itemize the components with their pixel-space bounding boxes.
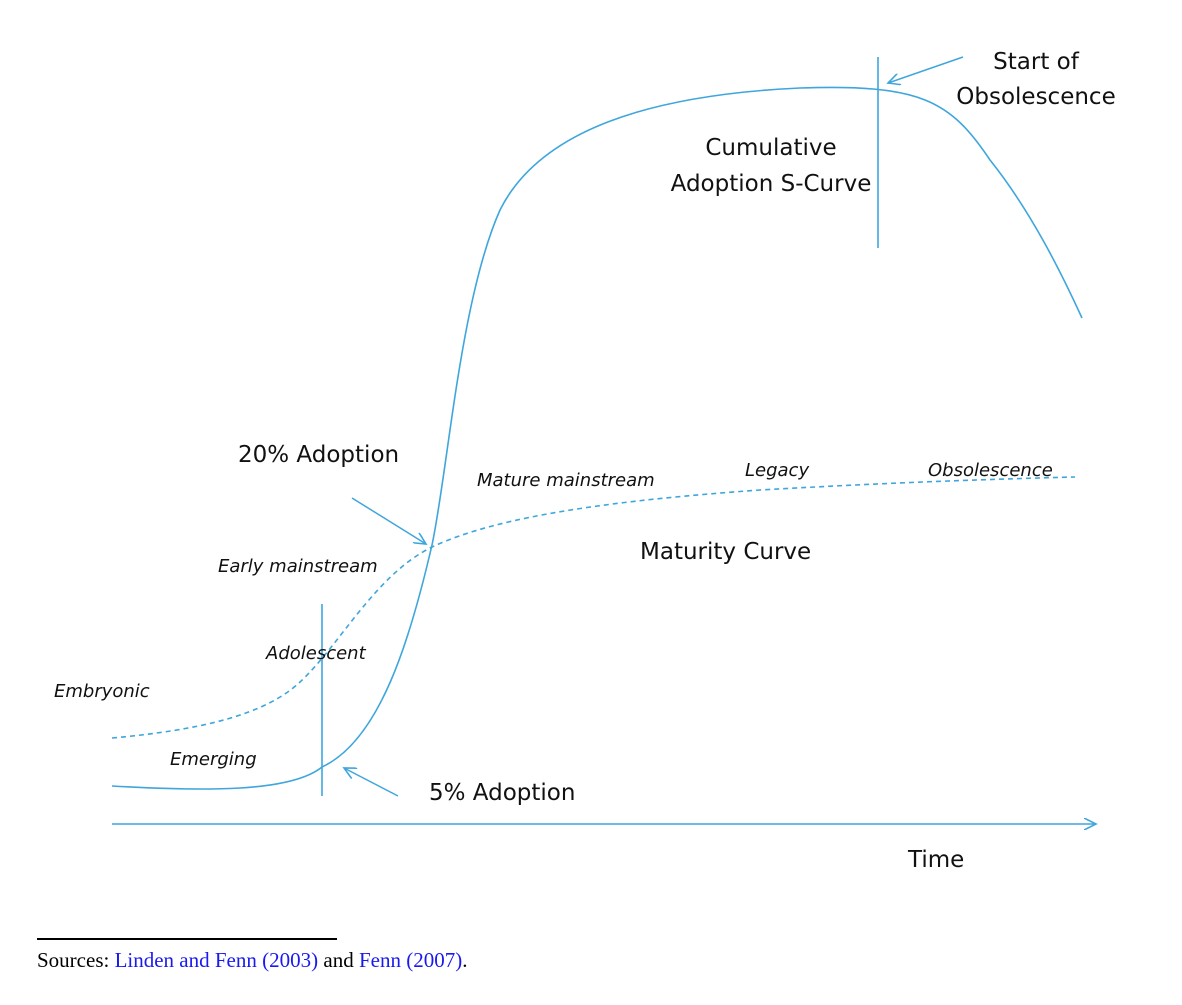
footnote-rule xyxy=(37,938,337,940)
five-percent-adoption-arrow xyxy=(344,768,399,797)
maturity-curve-label: Maturity Curve xyxy=(640,539,811,565)
cumulative-label: Cumulative xyxy=(705,135,836,161)
adoption-s-curve-label: Adoption S-Curve xyxy=(671,171,872,197)
footnote-prefix: Sources: xyxy=(37,948,115,972)
footnote: Sources: Linden and Fenn (2003) and Fenn… xyxy=(37,948,467,973)
stage-mature-mainstream: Mature mainstream xyxy=(477,470,655,491)
obsolescence-callout-label: Obsolescence xyxy=(956,84,1115,110)
maturity-curve xyxy=(111,476,1076,739)
cumulative-adoption-s-curve xyxy=(111,86,1083,790)
start-of-obsolescence-arrow xyxy=(888,56,964,83)
time-axis-label: Time xyxy=(907,847,964,873)
start-of-label: Start of xyxy=(993,49,1080,75)
stage-adolescent: Adolescent xyxy=(265,643,367,664)
footnote-middle: and xyxy=(318,948,359,972)
stage-obsolescence: Obsolescence xyxy=(928,460,1053,481)
stage-early-mainstream: Early mainstream xyxy=(218,556,378,577)
stage-embryonic: Embryonic xyxy=(54,681,150,702)
stage-legacy: Legacy xyxy=(745,460,809,481)
stage-emerging: Emerging xyxy=(170,749,257,770)
five-percent-adoption-label: 5% Adoption xyxy=(429,780,575,806)
twenty-percent-adoption-label: 20% Adoption xyxy=(238,442,399,468)
footnote-link-linden-fenn-2003[interactable]: Linden and Fenn (2003) xyxy=(114,948,319,972)
footnote-link-fenn-2007[interactable]: Fenn (2007) xyxy=(358,948,463,972)
twenty-percent-adoption-arrow xyxy=(351,497,426,544)
footnote-suffix: . xyxy=(462,948,468,972)
